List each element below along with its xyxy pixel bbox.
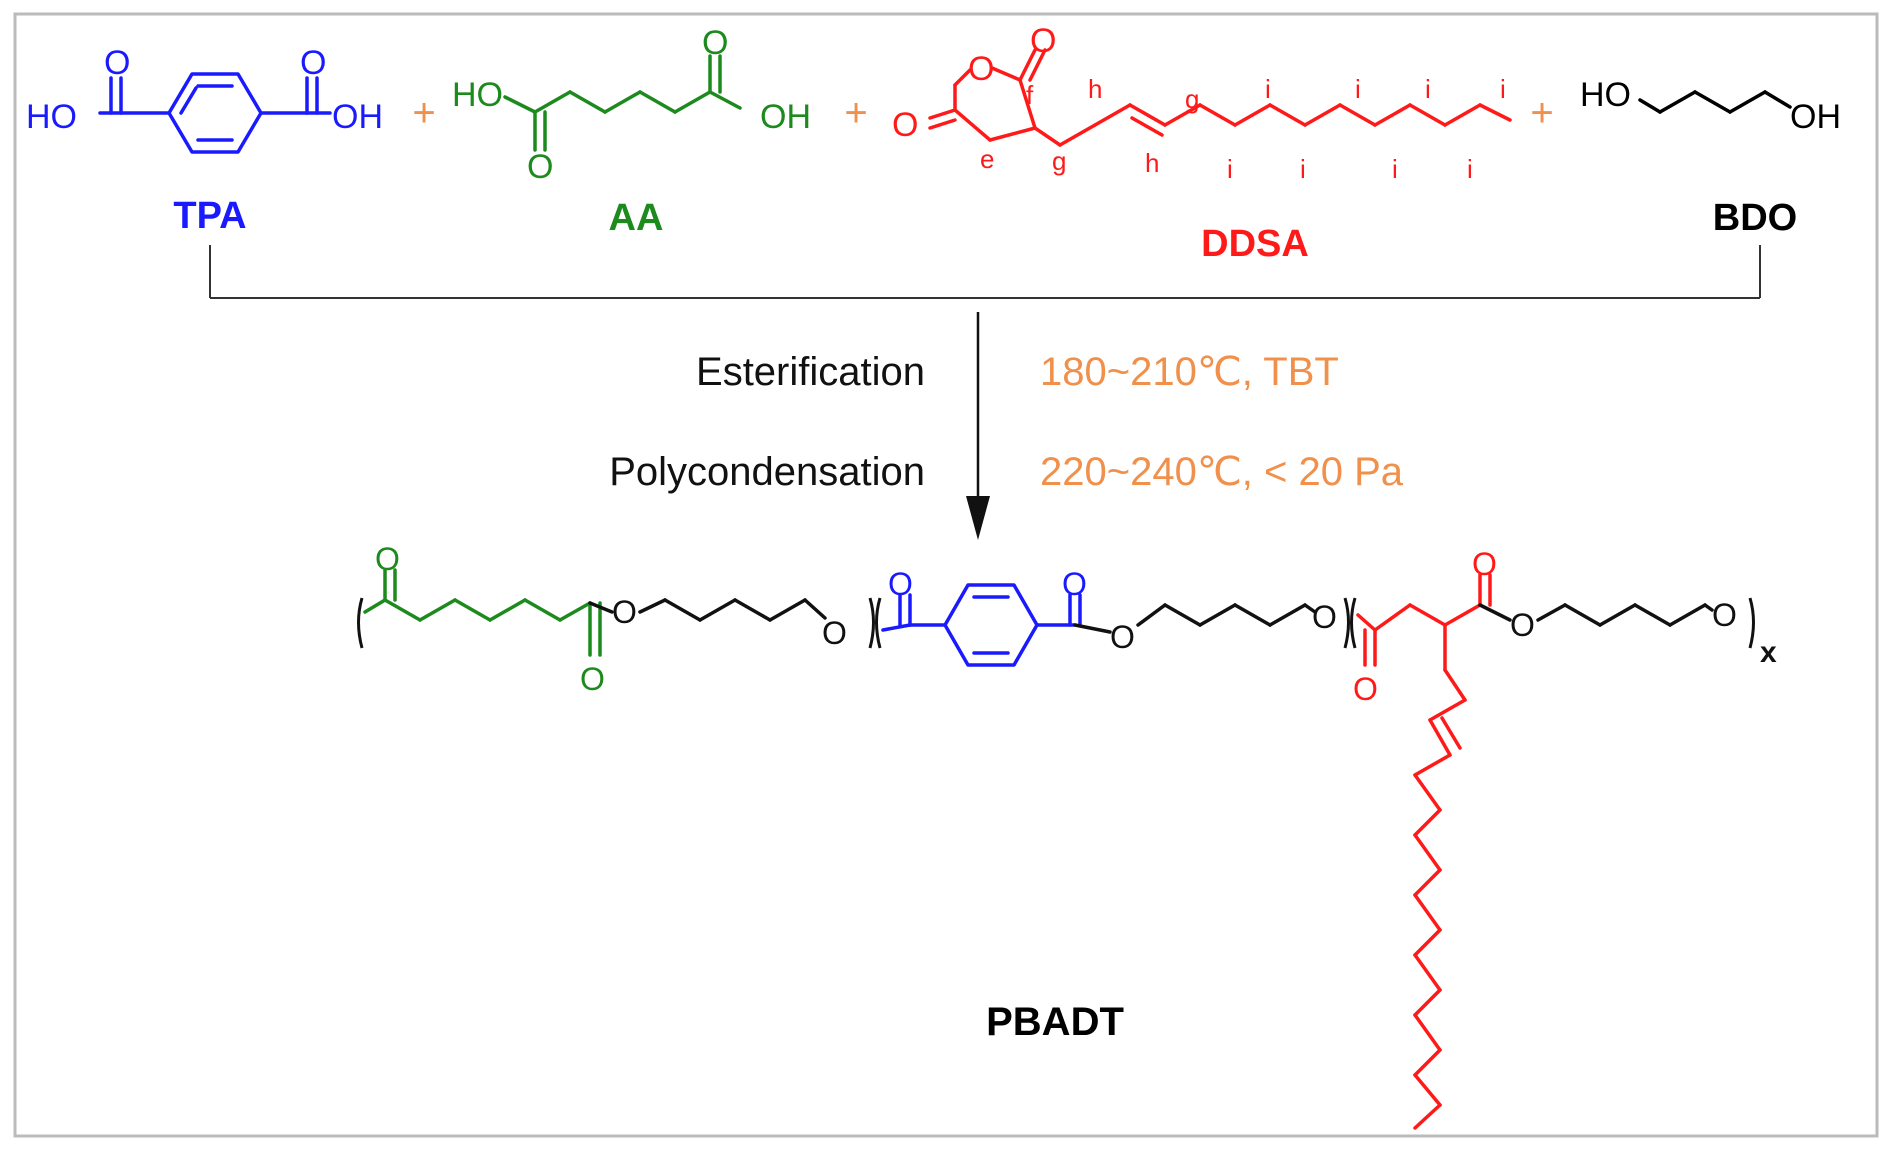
product-ester-o-2: O: [822, 615, 847, 651]
product-ester-o-3: O: [1110, 619, 1135, 655]
ddsa-label-h-2: h: [1145, 148, 1159, 178]
step2-conditions: 220~240℃, < 20 Pa: [1040, 450, 1404, 494]
ddsa-label-i-8: i: [1500, 74, 1506, 104]
scheme-frame: [13, 12, 1879, 1138]
product-ester-o-5: O: [1510, 607, 1535, 643]
aa-oh-label: OH: [760, 98, 811, 136]
product-adipate-o-bottom: O: [580, 661, 605, 697]
ddsa-label-g-1: g: [1052, 146, 1066, 176]
ddsa-ring-o: O: [968, 50, 994, 88]
product-terephthalate-o-1: O: [888, 566, 913, 602]
ddsa-label-e: e: [980, 144, 994, 174]
ddsa-label-i-2: i: [1265, 74, 1271, 104]
ddsa-name: DDSA: [1201, 223, 1309, 265]
ddsa-label-f: f: [1026, 80, 1034, 110]
ddsa-label-i-1: i: [1227, 154, 1233, 184]
aa-structure: [503, 54, 742, 152]
ddsa-carbonyl-o-left: O: [892, 106, 918, 144]
aa-o-label-2: O: [702, 24, 728, 62]
product-ddsa-o-top: O: [1472, 546, 1497, 582]
ddsa-structure: [928, 48, 1512, 147]
tpa-o-label-2: O: [300, 44, 326, 82]
product-subscript-x: x: [1760, 636, 1777, 669]
aa-o-label-1: O: [527, 148, 553, 186]
bdo-ho-label: HO: [1580, 76, 1631, 114]
ddsa-label-h-1: h: [1088, 74, 1102, 104]
step2-name: Polycondensation: [609, 450, 925, 494]
tpa-ho-label: HO: [26, 98, 77, 136]
product-adipate-unit: [363, 568, 602, 657]
product-name: PBADT: [986, 1000, 1124, 1044]
product-terephthalate-o-2: O: [1062, 566, 1087, 602]
bdo-name: BDO: [1713, 197, 1797, 239]
aa-ho-label: HO: [452, 76, 503, 114]
product-ester-o-4: O: [1312, 599, 1337, 635]
plus-sign-2: +: [844, 91, 867, 135]
product-ddsa-unit: [1356, 573, 1492, 1130]
ddsa-label-i-6: i: [1425, 74, 1431, 104]
product-ester-o-6: O: [1712, 597, 1737, 633]
plus-sign-3: +: [1530, 91, 1553, 135]
tpa-name: TPA: [173, 195, 246, 237]
product-adipate-o-top: O: [375, 541, 400, 577]
ddsa-label-i-5: i: [1392, 154, 1398, 184]
bdo-oh-label: OH: [1790, 98, 1841, 136]
tpa-oh-label: OH: [332, 98, 383, 136]
tpa-o-label-1: O: [104, 44, 130, 82]
product-butylene-3: [1478, 603, 1714, 627]
product-brackets: [357, 597, 1755, 649]
bdo-structure: [1638, 90, 1792, 114]
ddsa-label-i-4: i: [1355, 74, 1361, 104]
ddsa-label-g-2: g: [1185, 84, 1199, 114]
plus-sign-1: +: [412, 91, 435, 135]
aa-name: AA: [609, 197, 664, 239]
ddsa-label-i-7: i: [1467, 154, 1473, 184]
product-ddsa-o-bottom: O: [1353, 671, 1378, 707]
reaction-arrow: [966, 312, 990, 540]
product-ester-o-1: O: [612, 594, 637, 630]
product-terephthalate-unit: [881, 583, 1082, 667]
ddsa-carbonyl-o-top: O: [1030, 22, 1056, 60]
step1-name: Esterification: [696, 350, 925, 394]
product-butylene-1: [588, 598, 827, 622]
tpa-structure: [98, 72, 332, 154]
reaction-bracket: [209, 245, 1761, 299]
product-butylene-2: [1073, 603, 1317, 634]
ddsa-label-i-3: i: [1300, 154, 1306, 184]
step1-conditions: 180~210℃, TBT: [1040, 350, 1339, 394]
